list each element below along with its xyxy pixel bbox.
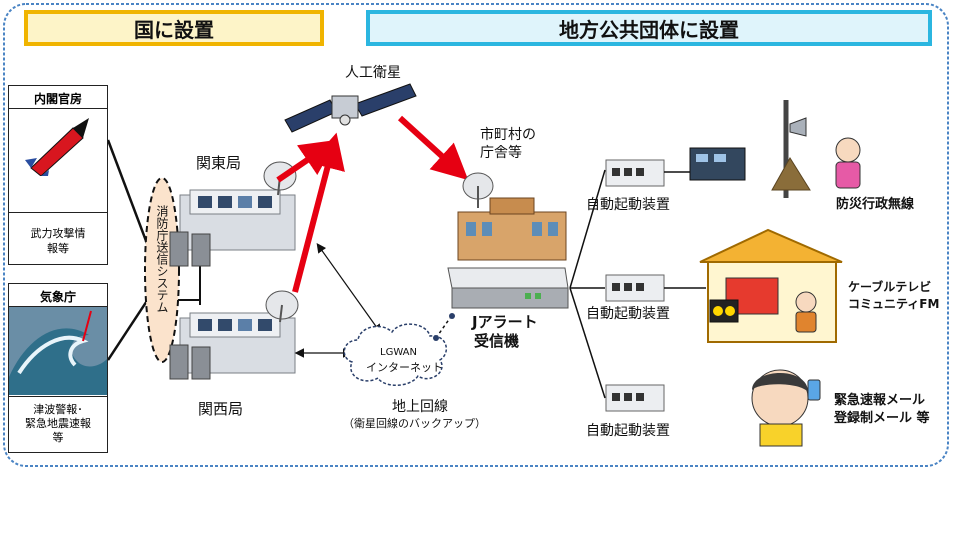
receiver-label-line-2: 受信機: [474, 332, 520, 350]
satellite-label: 人工衛星: [345, 65, 401, 81]
municipal-label-line-1: 市町村の: [480, 127, 536, 143]
kanto-station-illustration: [169, 161, 297, 267]
lgwan-to-receiver: [435, 317, 451, 339]
auto-device-2-label: 自動起動装置: [586, 306, 670, 322]
auto-device-1-illustration: [605, 159, 665, 187]
jma-title: 気象庁: [39, 290, 76, 304]
ground-line-title: 地上回線: [392, 399, 448, 415]
jma-desc-line-1: 津波警報･: [33, 403, 83, 416]
kansai-station-label: 関西局: [198, 400, 244, 418]
missile-icon: [25, 118, 89, 176]
satellite-icon: [284, 83, 417, 133]
ground-link-kanto: [316, 243, 382, 334]
kansai-station-illustration: [169, 290, 299, 380]
fdma-oval: [144, 177, 180, 363]
lgwan-cloud: [343, 323, 448, 386]
auto-device-3-label: 自動起動装置: [586, 423, 670, 439]
municipal-label-line-2: 庁舎等: [480, 145, 522, 161]
internet-label: インターネット: [366, 361, 443, 374]
national-header: 国に設置: [24, 10, 324, 46]
cable-tv-house-illustration: [699, 228, 843, 343]
municipal-office-illustration: [457, 172, 567, 261]
ground-line-subtitle: （衛星回線のバックアップ）: [343, 417, 486, 430]
cabinet-desc-line-2: 報等: [47, 242, 69, 255]
radio-system-illustration: [689, 100, 861, 198]
cabinet-desc-line-1: 武力攻撃情: [30, 227, 86, 240]
lgwan-label: LGWAN: [380, 347, 417, 358]
downlink-municipal-arrow: [397, 115, 469, 181]
local-government-header: 地方公共団体に設置: [366, 10, 932, 46]
fdma-system-label: 消防庁送信システム: [155, 205, 169, 313]
fanout-bottom: [569, 287, 606, 399]
jma-source-box: 気象庁 津波警報･ 緊急地震速報 等: [8, 283, 108, 453]
jalert-receiver-illustration: [447, 267, 569, 309]
jma-desc-line-2: 緊急地震速報: [25, 417, 91, 430]
mail-person-illustration: [751, 369, 821, 447]
fanout-top: [569, 169, 606, 289]
cabinet-source-box: 内閣官房 武力攻撃情 報等: [8, 85, 108, 265]
mail-output-label-line-2: 登録制メール 等: [834, 411, 930, 426]
radio-output-label: 防災行政無線: [836, 197, 915, 212]
outer-frame: [3, 3, 949, 467]
auto-device-2-illustration: [605, 274, 665, 302]
kanto-station-label: 関東局: [196, 154, 242, 172]
cabinet-title: 内閣官房: [33, 92, 82, 106]
cable-output-label-line-2: コミュニティFM: [848, 297, 940, 311]
auto-device-3-illustration: [605, 384, 665, 412]
receiver-label-line-1: Jアラート: [472, 313, 538, 331]
mail-output-label-line-1: 緊急速報メール: [834, 393, 926, 408]
cable-output-label-line-1: ケーブルテレビ: [848, 280, 932, 294]
uplink-kansai-arrow: [292, 132, 345, 293]
auto-device-1-label: 自動起動装置: [586, 197, 670, 213]
tsunami-wave-icon: [9, 307, 107, 395]
jma-desc-line-3: 等: [52, 431, 64, 444]
